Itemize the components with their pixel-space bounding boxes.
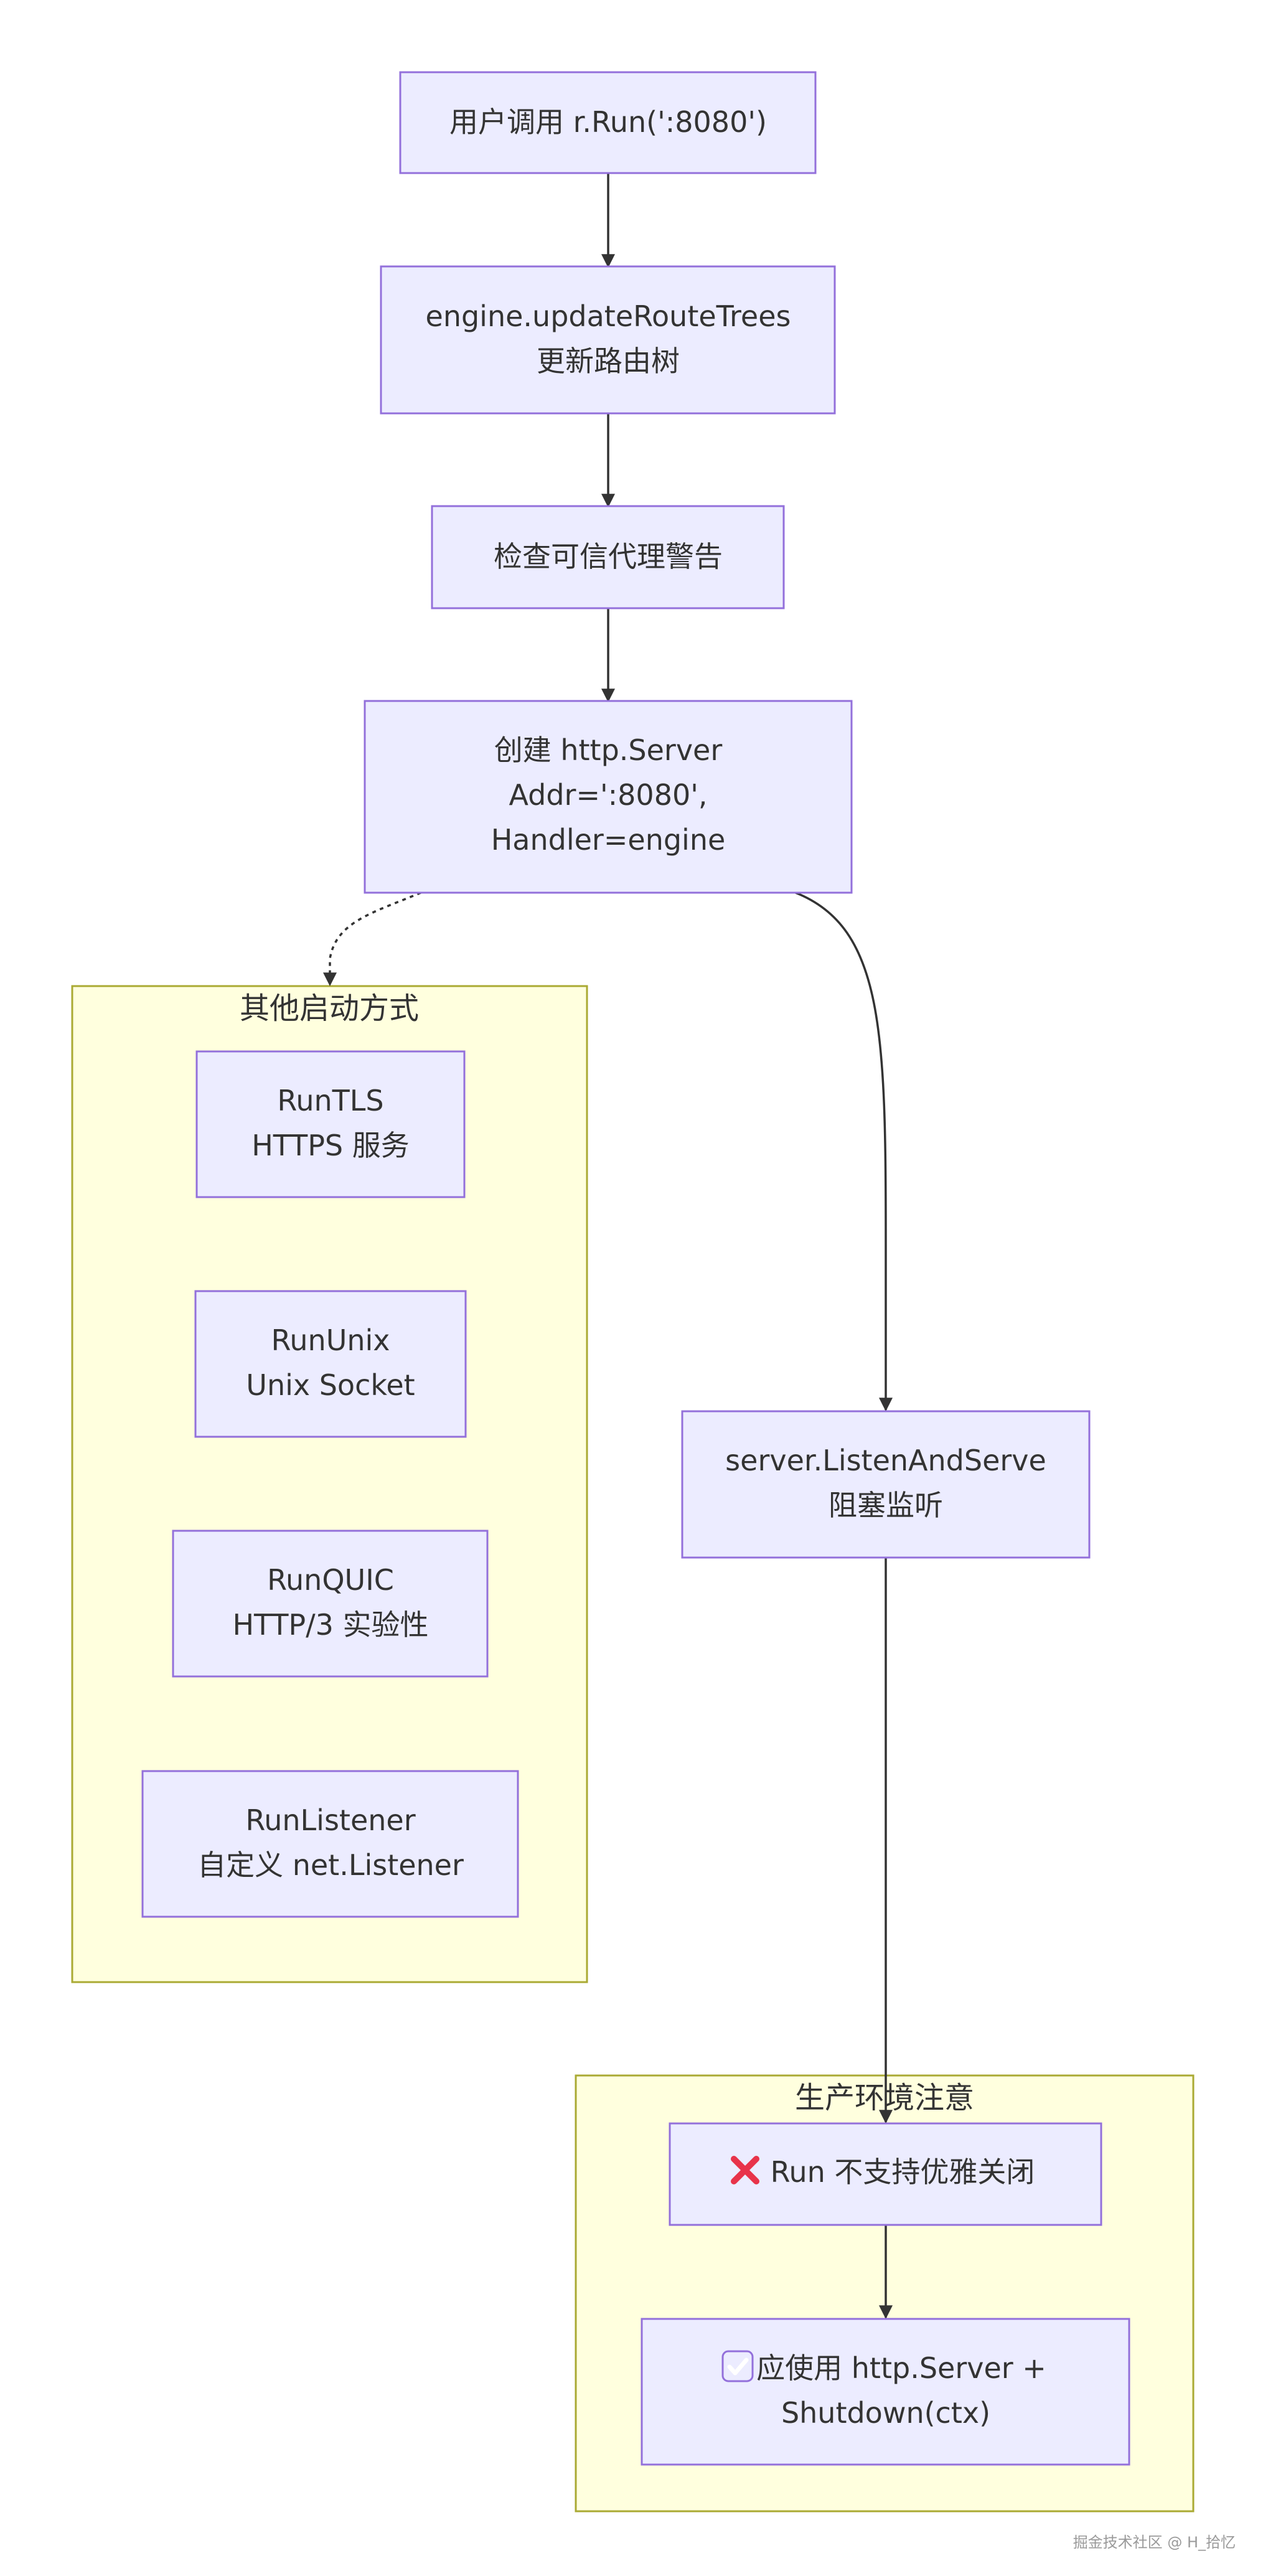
node-create-server-line2: Addr=':8080', xyxy=(509,778,708,812)
node-run-quic: RunQUIC HTTP/3 实验性 xyxy=(172,1530,489,1678)
node-use-shutdown: 应使用 http.Server + Shutdown(ctx) xyxy=(641,2318,1130,2466)
node-update-route-trees-line1: engine.updateRouteTrees xyxy=(426,299,791,333)
watermark: 掘金技术社区 @ H_拾忆 xyxy=(1073,2534,1236,2551)
cluster-other-start-title: 其他启动方式 xyxy=(240,991,419,1026)
node-trusted-proxy: 检查可信代理警告 xyxy=(431,505,785,609)
edge-create-to-listen xyxy=(795,891,893,1412)
node-run-tls-line1: RunTLS xyxy=(277,1084,383,1117)
node-run-quic-line2: HTTP/3 实验性 xyxy=(232,1608,428,1642)
node-update-route-trees-line2: 更新路由树 xyxy=(537,344,680,378)
node-run-call: 用户调用 r.Run(':8080') xyxy=(399,71,817,174)
node-no-graceful-shutdown-label: Run 不支持优雅关闭 xyxy=(771,2155,1035,2189)
edge-create-to-other-start xyxy=(323,891,421,987)
node-run-listener-line2: 自定义 net.Listener xyxy=(197,1848,464,1882)
cross-icon xyxy=(731,2156,759,2184)
node-listen-and-serve-line1: server.ListenAndServe xyxy=(725,1444,1046,1477)
node-run-tls-line2: HTTPS 服务 xyxy=(251,1129,410,1162)
node-trusted-proxy-label: 检查可信代理警告 xyxy=(494,540,723,573)
node-create-server-line1: 创建 http.Server xyxy=(494,733,723,767)
node-run-listener-line1: RunListener xyxy=(245,1803,415,1837)
node-listen-and-serve-line2: 阻塞监听 xyxy=(829,1488,943,1522)
node-run-quic-line1: RunQUIC xyxy=(267,1563,394,1597)
node-no-graceful-shutdown: Run 不支持优雅关闭 xyxy=(669,2122,1102,2226)
node-run-unix: RunUnix Unix Socket xyxy=(194,1290,467,1438)
node-run-tls: RunTLS HTTPS 服务 xyxy=(195,1050,466,1198)
node-run-listener: RunListener 自定义 net.Listener xyxy=(141,1770,519,1918)
check-icon xyxy=(721,2350,754,2382)
node-update-route-trees: engine.updateRouteTrees 更新路由树 xyxy=(380,265,836,415)
cluster-production-title: 生产环境注意 xyxy=(795,2080,974,2115)
node-listen-and-serve: server.ListenAndServe 阻塞监听 xyxy=(681,1410,1091,1559)
node-use-shutdown-line1: 应使用 http.Server + xyxy=(756,2351,1046,2385)
node-run-unix-line2: Unix Socket xyxy=(246,1368,415,1402)
node-run-call-label: 用户调用 r.Run(':8080') xyxy=(449,105,767,139)
node-run-unix-line1: RunUnix xyxy=(271,1323,390,1357)
node-create-server: 创建 http.Server Addr=':8080', Handler=eng… xyxy=(364,700,853,894)
node-use-shutdown-line2: Shutdown(ctx) xyxy=(781,2396,990,2430)
node-create-server-line3: Handler=engine xyxy=(491,823,726,857)
